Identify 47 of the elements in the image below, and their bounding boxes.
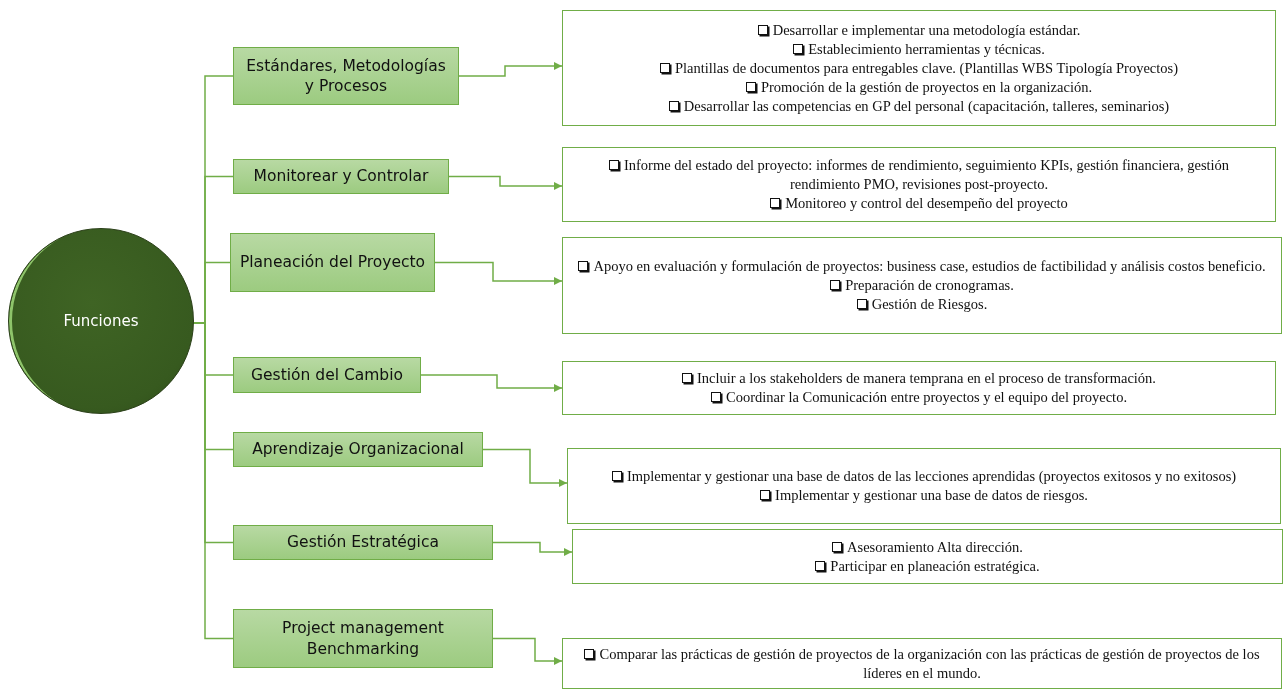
function-box	[233, 357, 421, 393]
bullet-text: Asesoramiento Alta dirección.	[847, 538, 1023, 555]
description-box	[562, 237, 1282, 334]
function-label: Aprendizaje Organizacional	[252, 439, 464, 460]
arrow	[420, 374, 563, 392]
function-label: Monitorear y Controlar	[253, 166, 429, 187]
function-box	[233, 159, 449, 194]
function-label: Project management Benchmarking	[281, 618, 445, 659]
bullet-text: Apoyo en evaluación y formulación de proyectos: business case, estudios de factibilidad y análisis costos beneficio.	[593, 258, 1266, 274]
bullet-text: Participar en planeación estratégica.	[830, 557, 1040, 574]
description-box	[567, 448, 1281, 524]
bullet-text: Desarrollar las competencias en GP del personal (capacitación, talleres, seminarios)	[683, 97, 1170, 114]
bullet-text: Preparación de cronogramas.	[845, 277, 1014, 293]
function-box	[230, 233, 435, 292]
function-label: Estándares, Metodologías y Procesos	[245, 55, 447, 97]
bullet-text: Coordinar la Comunicación entre proyectos y el equipo del proyecto.	[725, 389, 1127, 405]
connector-line	[192, 322, 234, 640]
arrow	[492, 541, 573, 556]
description-box	[562, 361, 1276, 415]
function-label: Planeación del Proyecto	[239, 252, 426, 273]
description-box	[562, 10, 1276, 126]
function-label: Gestión del Cambio	[251, 364, 403, 386]
bullet-text: Informe del estado del proyecto: informes de rendimiento, seguimiento KPIs, gestión financiera, gestión rendimiento PMO, revisiones post-proyecto.	[623, 157, 1230, 192]
bullet-text: Desarrollar e implementar una metodología estándar.	[772, 21, 1081, 38]
function-box	[233, 525, 493, 560]
function-box	[233, 609, 493, 668]
description-box	[562, 147, 1276, 222]
description-box	[572, 529, 1283, 584]
arrow	[434, 261, 563, 285]
center-label: Funciones	[63, 312, 139, 330]
bullet-text: Monitoreo y control del desempeño del proyecto	[785, 195, 1068, 211]
function-box	[233, 47, 459, 105]
bullet-text: Plantillas de documentos para entregables clave. (Plantillas WBS Tipología Proyectos)	[674, 59, 1179, 76]
description-box	[562, 638, 1282, 689]
bullet-text: Establecimiento herramientas y técnicas.	[808, 40, 1045, 57]
bullet-text: Promoción de la gestión de proyectos en la organización.	[760, 78, 1093, 95]
arrow	[482, 448, 568, 487]
arrow	[458, 62, 563, 77]
bullet-text: Comparar las prácticas de gestión de proyectos de la organización con las prácticas de gestión de proyectos de los líderes en el mundo.	[599, 645, 1260, 681]
bullet-text: Implementar y gestionar una base de datos de riesgos.	[775, 487, 1088, 503]
arrow	[492, 637, 563, 665]
bullet-text: Incluir a los stakeholders de manera temprana en el proceso de transformación.	[697, 370, 1156, 386]
bullet-text: Implementar y gestionar una base de datos de las lecciones aprendidas (proyectos exitosos y no exitosos)	[626, 468, 1237, 484]
function-label: Gestión Estratégica	[287, 532, 439, 553]
function-box	[233, 432, 483, 467]
bullet-text: Gestión de Riesgos.	[871, 296, 988, 312]
arrow	[448, 175, 563, 190]
